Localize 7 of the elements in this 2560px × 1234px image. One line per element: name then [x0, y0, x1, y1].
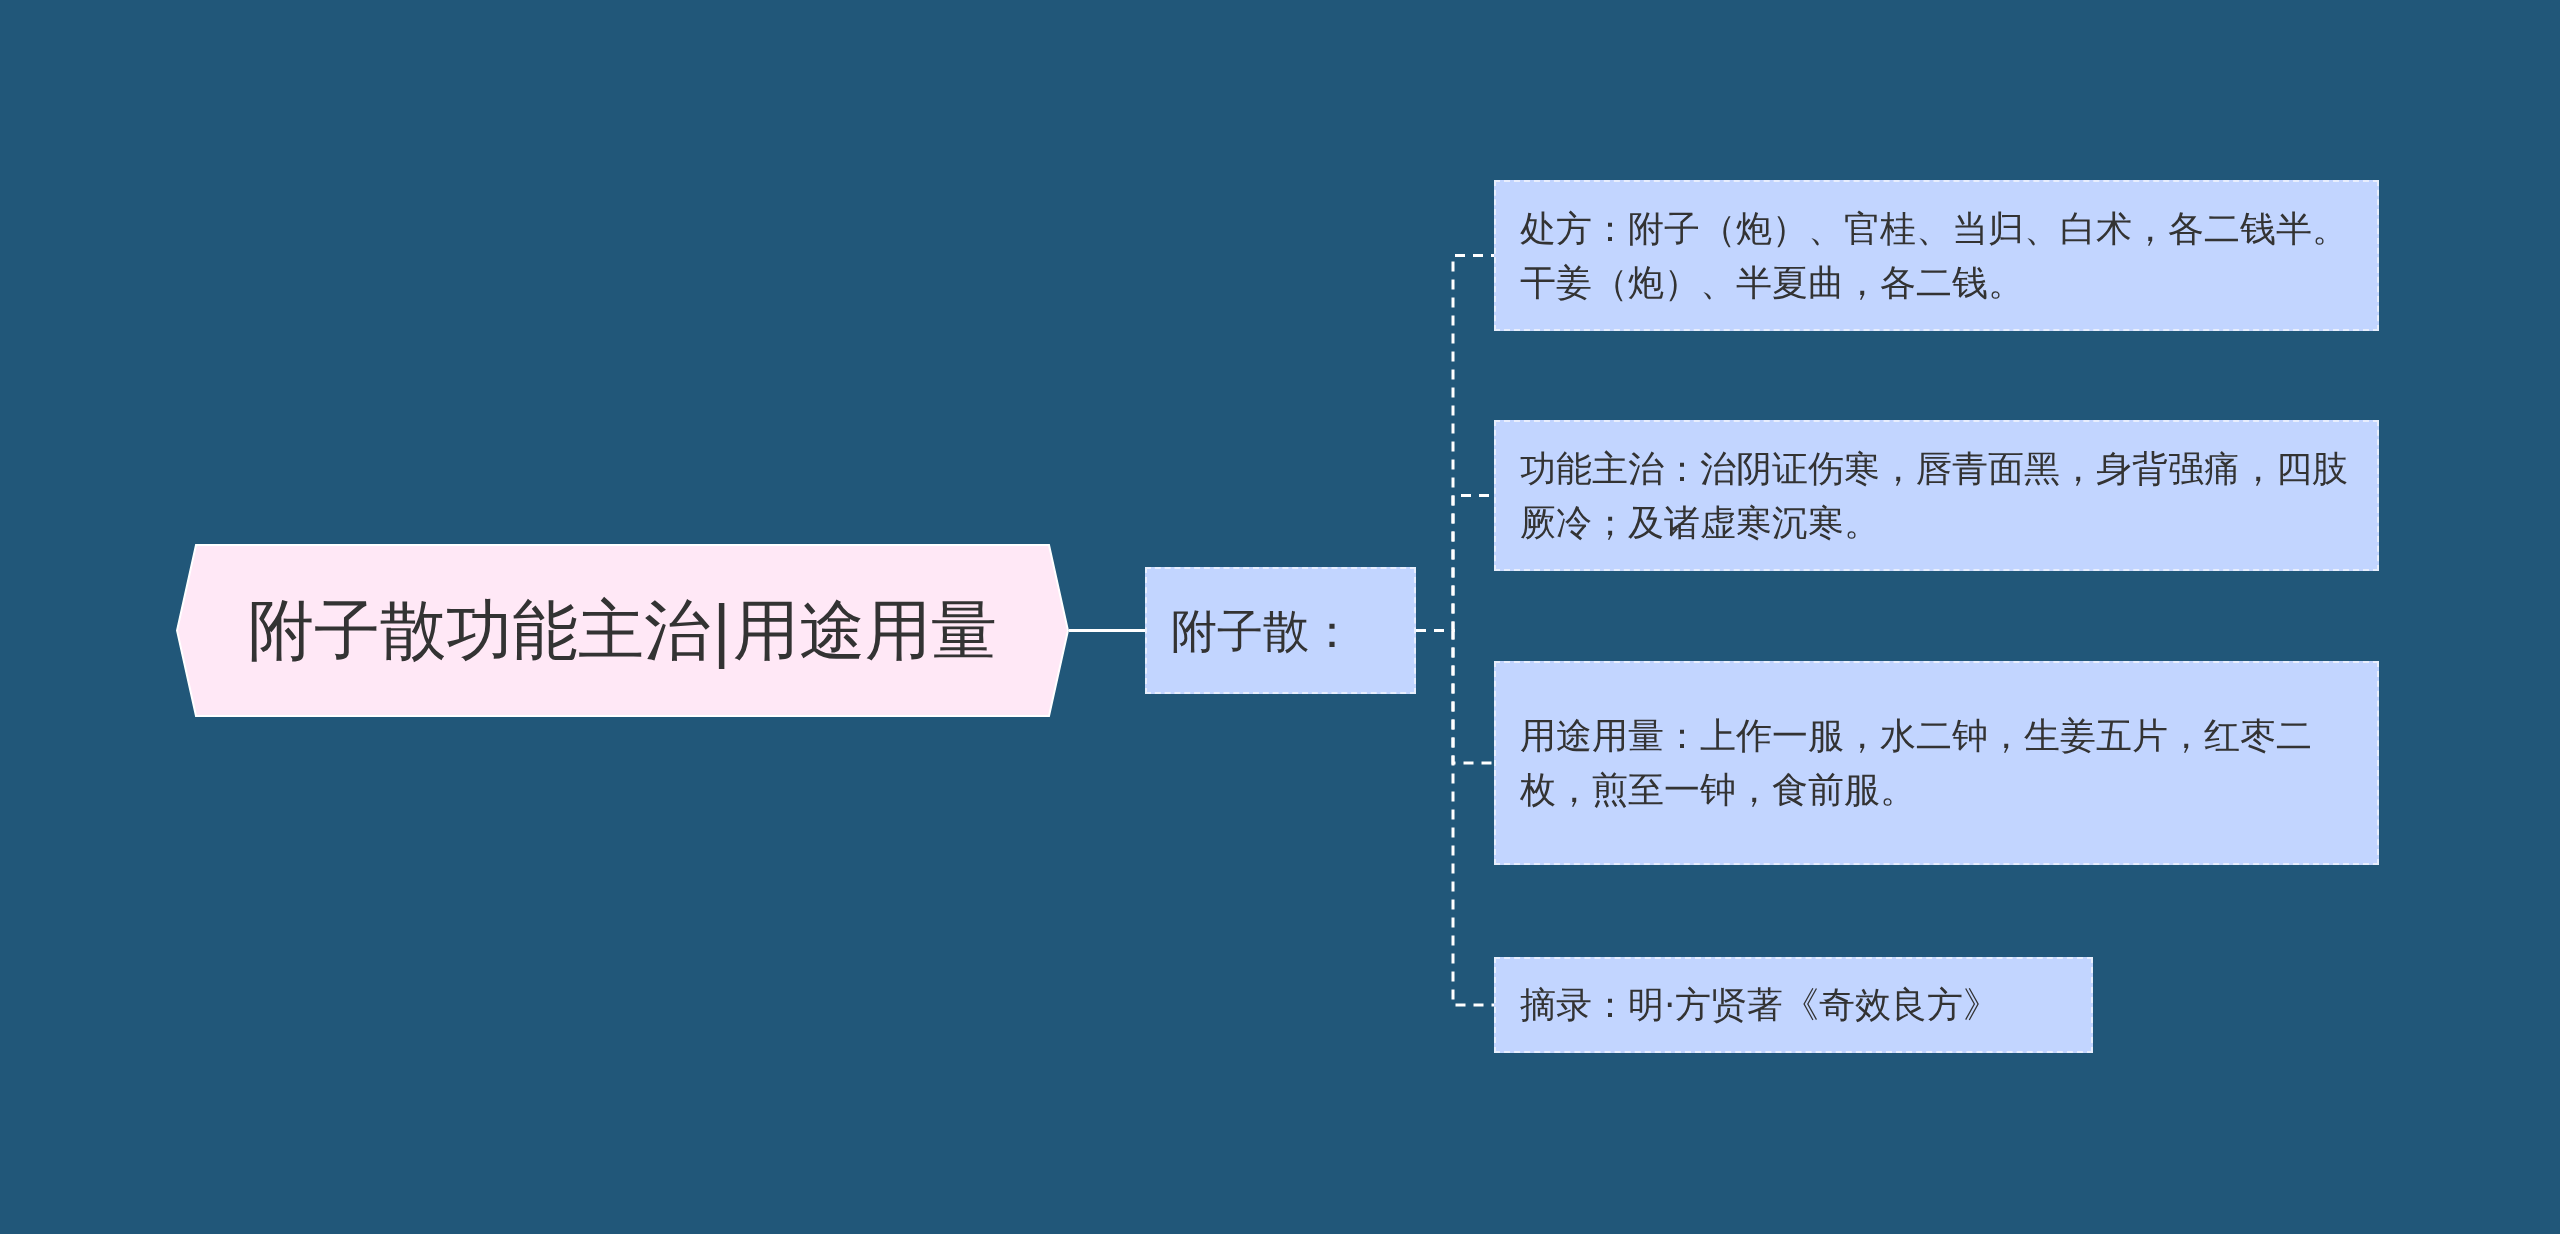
topic-box: 附子散： [1145, 567, 1416, 694]
text-box: 摘录：明·方贤著《奇效良方》 [1494, 957, 2093, 1053]
text-box: 功能主治：治阴证伤寒，唇青面黑，身背强痛，四肢厥冷；及诸虚寒沉寒。 [1494, 420, 2379, 571]
text-box: 处方：附子（炮）、官桂、当归、白术，各二钱半。干姜（炮）、半夏曲，各二钱。 [1494, 180, 2379, 331]
connector-line [1069, 629, 1145, 632]
connector-line [1416, 629, 1494, 1007]
text-box: 用途用量：上作一服，水二钟，生姜五片，红枣二枚，煎至一钟，食前服。 [1494, 661, 2379, 865]
